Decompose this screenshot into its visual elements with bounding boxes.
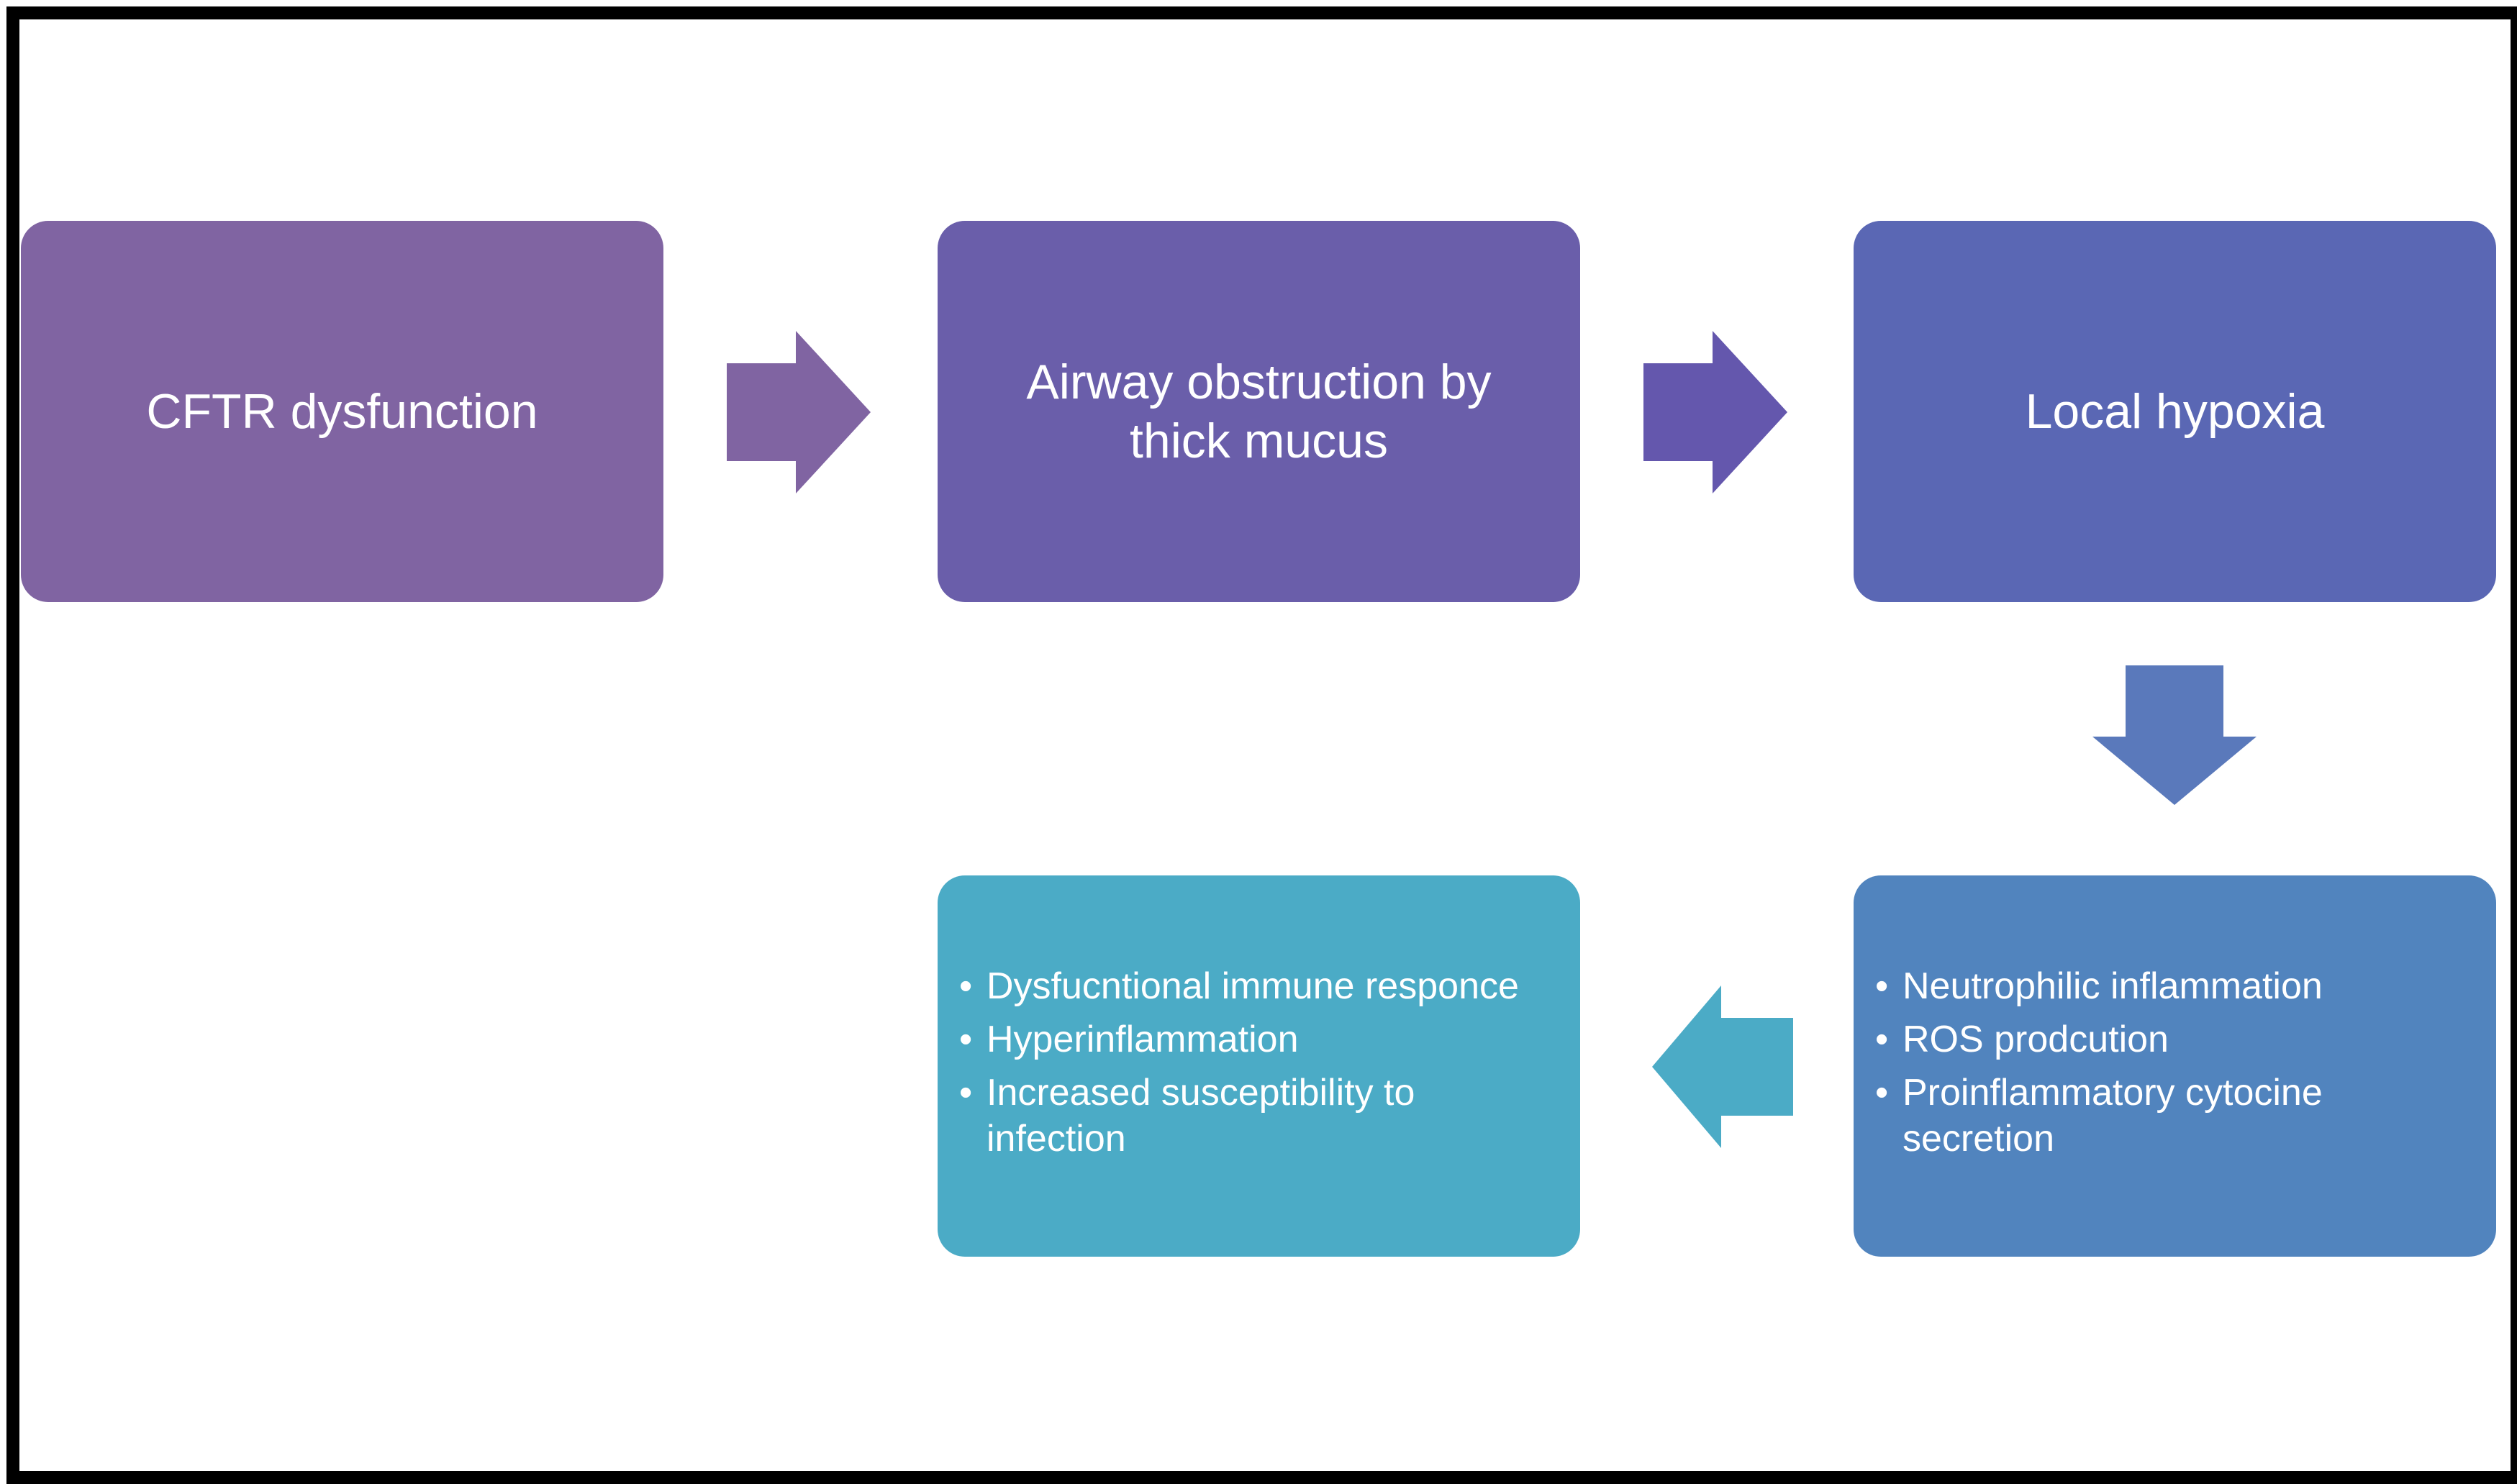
list-item: Dysfucntional immune responce bbox=[959, 963, 1551, 1009]
list-item: Hyperinflammation bbox=[959, 1016, 1551, 1062]
list-item: Proinflammatory cytocine secretion bbox=[1875, 1070, 2467, 1162]
airway-obstruction-label-line1: Airway obstruction by bbox=[1026, 355, 1492, 409]
arrow-right-icon bbox=[727, 331, 871, 493]
list-item: Neutrophilic inflammation bbox=[1875, 963, 2467, 1009]
arrow-shape bbox=[1643, 331, 1787, 493]
airway-obstruction-label-line2: thick mucus bbox=[1129, 414, 1388, 468]
local-hypoxia-label: Local hypoxia bbox=[2025, 384, 2325, 439]
airway-obstruction-box: Airway obstruction by thick mucus bbox=[938, 221, 1580, 602]
arrow-down-icon bbox=[2092, 665, 2257, 805]
immune-response-list: Dysfucntional immune responce Hyperinfla… bbox=[959, 963, 1551, 1169]
arrow-shape bbox=[727, 331, 871, 493]
cftr-dysfunction-label: CFTR dysfunction bbox=[146, 384, 538, 439]
arrow-right-icon bbox=[1643, 331, 1787, 493]
list-item: ROS prodcution bbox=[1875, 1016, 2467, 1062]
immune-response-box: Dysfucntional immune responce Hyperinfla… bbox=[938, 875, 1580, 1257]
arrow-left-icon bbox=[1652, 985, 1793, 1148]
local-hypoxia-box: Local hypoxia bbox=[1854, 221, 2496, 602]
inflammation-list: Neutrophilic inflammation ROS prodcution… bbox=[1875, 963, 2467, 1169]
arrow-shape bbox=[2092, 665, 2257, 805]
arrow-shape bbox=[1652, 985, 1793, 1148]
cftr-dysfunction-box: CFTR dysfunction bbox=[21, 221, 663, 602]
airway-obstruction-label: Airway obstruction by thick mucus bbox=[1026, 352, 1491, 470]
inflammation-box: Neutrophilic inflammation ROS prodcution… bbox=[1854, 875, 2496, 1257]
list-item: Increased susceptibility to infection bbox=[959, 1070, 1551, 1162]
